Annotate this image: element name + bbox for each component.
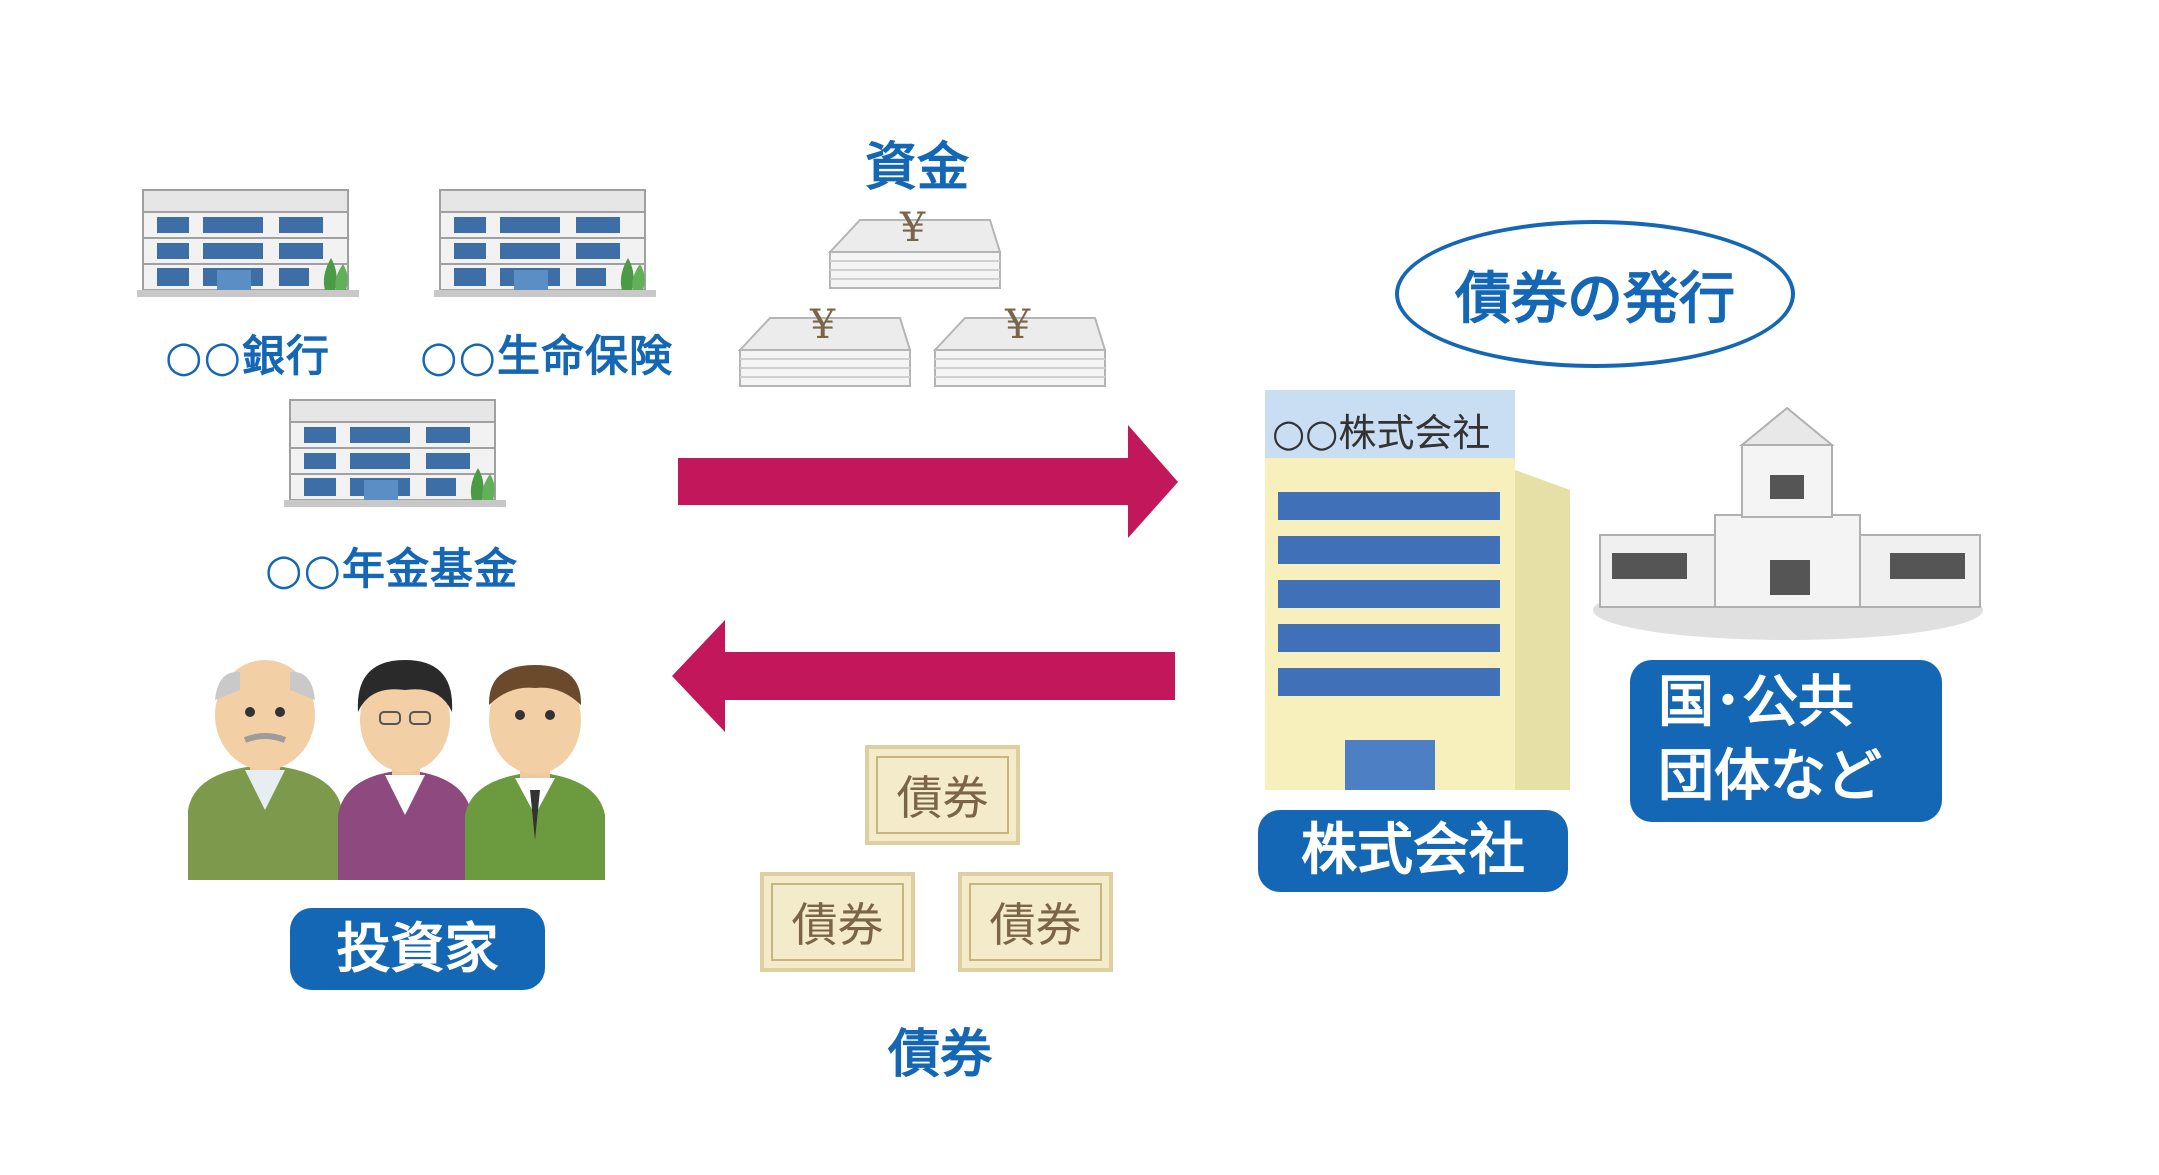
bank-label: ○○銀行 bbox=[165, 332, 331, 382]
money-flow-arrow bbox=[678, 425, 1178, 538]
company-badge: 株式会社 bbox=[1258, 810, 1568, 892]
bond-document-icon: 債券 bbox=[760, 872, 915, 972]
bank-building-icon bbox=[136, 189, 360, 298]
government-label-line2: 団体など bbox=[1658, 744, 1882, 809]
government-label-line1: 国･公共 bbox=[1658, 670, 1854, 735]
money-label: 資金 bbox=[865, 138, 970, 198]
company-sign-text: ○○株式会社 bbox=[1272, 411, 1491, 455]
bond-document-text: 債券 bbox=[896, 771, 989, 825]
bond-flow-arrow bbox=[672, 620, 1175, 732]
bond-document-icon: 債券 bbox=[865, 745, 1020, 845]
life-insurance-building-icon bbox=[433, 189, 657, 298]
investor-badge: 投資家 bbox=[290, 908, 545, 990]
yen-symbol-1: ¥ bbox=[900, 205, 926, 251]
pension-fund-building-icon bbox=[283, 399, 507, 508]
yen-symbol-2: ¥ bbox=[810, 302, 836, 348]
bond-document-text: 債券 bbox=[989, 898, 1082, 952]
bond-document-text: 債券 bbox=[791, 898, 884, 952]
bond-document-icon: 債券 bbox=[958, 872, 1113, 972]
pension-fund-label: ○○年金基金 bbox=[265, 545, 519, 595]
yen-symbol-3: ¥ bbox=[1005, 302, 1031, 348]
issuance-title-ellipse: 債券の発行 bbox=[1395, 220, 1795, 368]
bond-label: 債券 bbox=[888, 1025, 993, 1085]
life-insurance-label: ○○生命保険 bbox=[420, 332, 674, 382]
diet-building-icon bbox=[1593, 406, 1983, 640]
issuance-title: 債券の発行 bbox=[1455, 266, 1735, 332]
investors-people-icon bbox=[188, 660, 605, 880]
government-badge: 国･公共 団体など bbox=[1630, 660, 1942, 822]
company-building-icon bbox=[1265, 390, 1570, 790]
